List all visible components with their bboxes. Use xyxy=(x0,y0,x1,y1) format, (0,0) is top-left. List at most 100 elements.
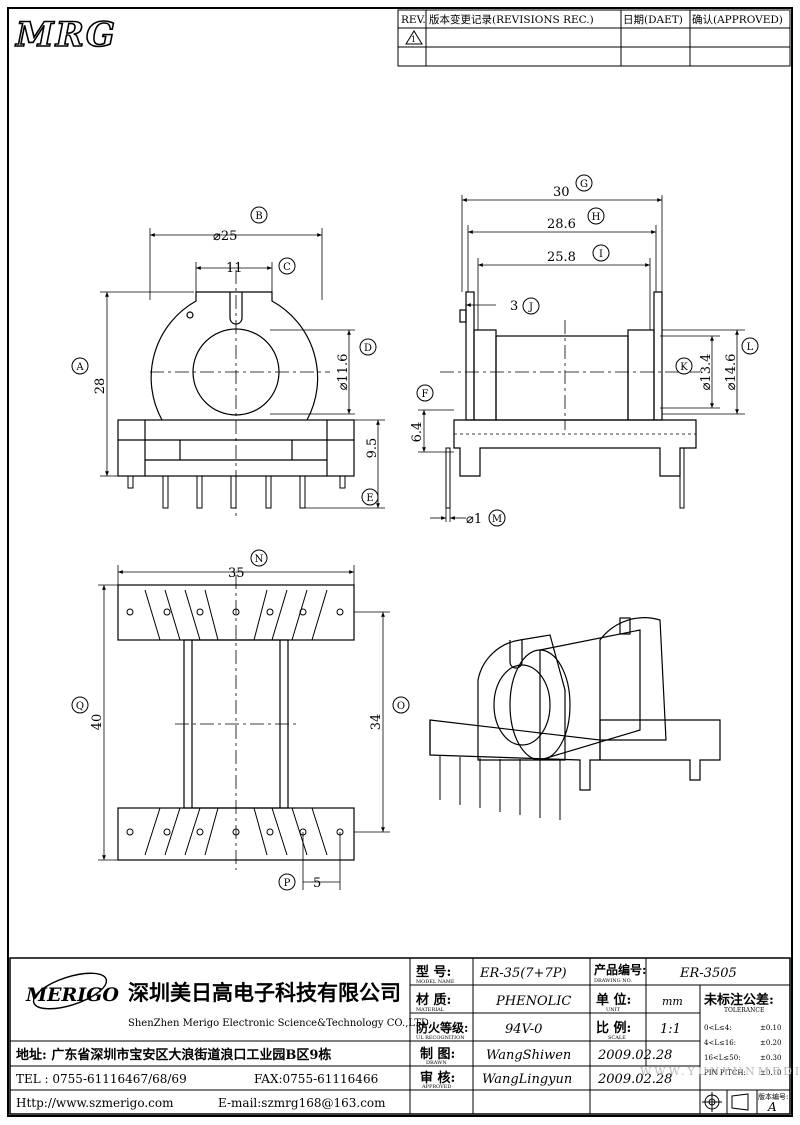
drawn-label: 制 图: xyxy=(420,1046,455,1062)
flame-value: 94V-0 xyxy=(505,1022,542,1037)
dim-top-pin-span: 34 xyxy=(369,714,384,731)
callout-k: K xyxy=(680,362,688,373)
callout-j: J xyxy=(528,302,533,313)
dim-side-core-dia: ⌀13.4 xyxy=(699,354,714,391)
merigo-wordmark: MERIGO xyxy=(25,984,119,1006)
model-label: 型 号: xyxy=(416,964,451,980)
side-view xyxy=(440,291,700,509)
website: Http://www.szmerigo.com xyxy=(16,1096,174,1110)
tol-range-4: PIN PITCH: xyxy=(704,1069,746,1077)
callout-g: G xyxy=(580,179,588,190)
telephone: TEL : 0755-61116467/68/69 xyxy=(16,1072,187,1086)
dim-side-pin-dia: ⌀1 xyxy=(466,512,482,527)
callout-a: A xyxy=(75,362,84,373)
company-name-cn: 深圳美日高电子科技有限公司 xyxy=(128,980,401,1005)
callout-n: N xyxy=(255,554,264,565)
dim-top-width: 35 xyxy=(228,566,245,581)
watermark: WWW.YUNYUNMEDIA.COM xyxy=(640,1065,800,1078)
callouts xyxy=(71,174,759,891)
tol-value-2: ±0.20 xyxy=(760,1039,781,1047)
address: 地址: 广东省深圳市宝安区大浪街道浪口工业园B区9栋 xyxy=(16,1047,331,1063)
callout-m: M xyxy=(492,514,502,525)
top-dims xyxy=(98,565,390,890)
dim-top-length: 40 xyxy=(90,714,105,731)
flame-label: 防火等级: xyxy=(416,1020,468,1035)
scale-label-en: SCALE xyxy=(608,1035,626,1041)
dim-side-pin-offset: 6.4 xyxy=(410,422,425,443)
dim-front-base-height: 9.5 xyxy=(365,438,380,459)
side-dims xyxy=(418,195,745,522)
revision-triangle-icon xyxy=(405,30,423,45)
tolerance-label: 未标注公差: xyxy=(703,992,774,1008)
dim-front-slot-width: 11 xyxy=(226,261,243,276)
dim-side-length-30: 30 xyxy=(553,185,570,200)
version-value: A xyxy=(767,1100,777,1114)
isometric-view xyxy=(429,617,721,820)
email: E-mail:szmrg168@163.com xyxy=(218,1096,386,1110)
model-value: ER-35(7+7P) xyxy=(479,966,567,981)
dim-side-length-25: 25.8 xyxy=(547,250,576,265)
approved-label-en: APPROVED xyxy=(421,1084,451,1090)
material-label: 材 质: xyxy=(416,992,451,1008)
dim-front-height: 28 xyxy=(93,378,108,395)
tolerance-label-en: TOLERANCE xyxy=(724,1007,764,1014)
dim-side-flange-dia: ⌀14.6 xyxy=(724,354,739,391)
tol-range-3: 16<L≤50: xyxy=(704,1054,741,1062)
projection-symbol-icon xyxy=(702,1092,749,1112)
company-name-en: ShenZhen Merigo Electronic Science&Techn… xyxy=(128,1018,429,1029)
scale-label: 比 例: xyxy=(596,1020,631,1036)
flame-label-en: UL RECOGNITION xyxy=(416,1035,465,1041)
tol-value-4: ±0.10 xyxy=(760,1069,781,1077)
dim-front-flange-dia: ⌀25 xyxy=(213,229,237,244)
dim-side-length-28: 28.6 xyxy=(547,217,576,232)
drawing-no-value: ER-3505 xyxy=(679,966,737,981)
drawing-no-label: 产品编号: xyxy=(594,962,646,977)
drawn-date: 2009.02.28 xyxy=(597,1048,672,1063)
callout-b: B xyxy=(255,211,262,222)
scale-value: 1:1 xyxy=(660,1022,681,1037)
material-label-en: MATERIAL xyxy=(416,1007,445,1013)
version-label: 版本编号: xyxy=(758,1092,788,1101)
drawing-no-label-en: DRAWING NO. xyxy=(594,978,632,984)
title-block xyxy=(9,957,791,1115)
approved-label: 审 核: xyxy=(420,1070,455,1086)
mrg-logo: MRG xyxy=(14,14,117,56)
tol-value-3: ±0.30 xyxy=(760,1054,781,1062)
drawn-label-en: DRAWN xyxy=(426,1060,447,1066)
tol-range-2: 4<L≤16: xyxy=(704,1039,736,1047)
material-value: PHENOLIC xyxy=(495,994,571,1009)
unit-label-en: UNIT xyxy=(606,1007,621,1013)
callout-d: D xyxy=(364,343,372,354)
dim-top-pin-pitch: 5 xyxy=(313,876,321,891)
callout-e: E xyxy=(366,493,373,504)
approved-header: 确认(APPROVED) xyxy=(692,13,783,26)
dim-side-flange-thk: 3 xyxy=(510,299,518,314)
front-dims xyxy=(100,228,385,509)
unit-value: mm xyxy=(662,995,683,1008)
callout-h: H xyxy=(592,212,601,223)
approved-value: WangLingyun xyxy=(482,1072,572,1087)
tol-value-1: ±0.10 xyxy=(760,1024,781,1032)
tol-range-1: 0<L≤4: xyxy=(704,1024,732,1032)
model-label-en: MODEL NAME xyxy=(416,979,455,985)
unit-label: 单 位: xyxy=(596,992,631,1008)
callout-c: C xyxy=(283,262,291,273)
front-view xyxy=(117,270,355,520)
callout-p: P xyxy=(284,878,291,889)
revision-mark: 1 xyxy=(411,35,416,44)
callout-l: L xyxy=(747,342,754,353)
callout-i: I xyxy=(599,249,603,260)
date-header: 日期(DAET) xyxy=(623,14,683,26)
drawn-value: WangShiwen xyxy=(486,1048,571,1063)
logo-text: MRG xyxy=(15,15,117,55)
callout-f: F xyxy=(422,389,429,400)
callout-o: O xyxy=(397,701,405,712)
rev-header: REV. xyxy=(401,14,426,26)
fax: FAX:0755-61116466 xyxy=(254,1072,378,1086)
callout-q: Q xyxy=(76,701,84,712)
approved-date: 2009.02.28 xyxy=(597,1072,672,1087)
revisions-header: 版本变更记录(REVISIONS REC.) xyxy=(429,13,594,26)
top-view xyxy=(117,575,355,870)
revision-table: REV. 版本变更记录(REVISIONS REC.) 日期(DAET) 确认(… xyxy=(397,9,791,67)
